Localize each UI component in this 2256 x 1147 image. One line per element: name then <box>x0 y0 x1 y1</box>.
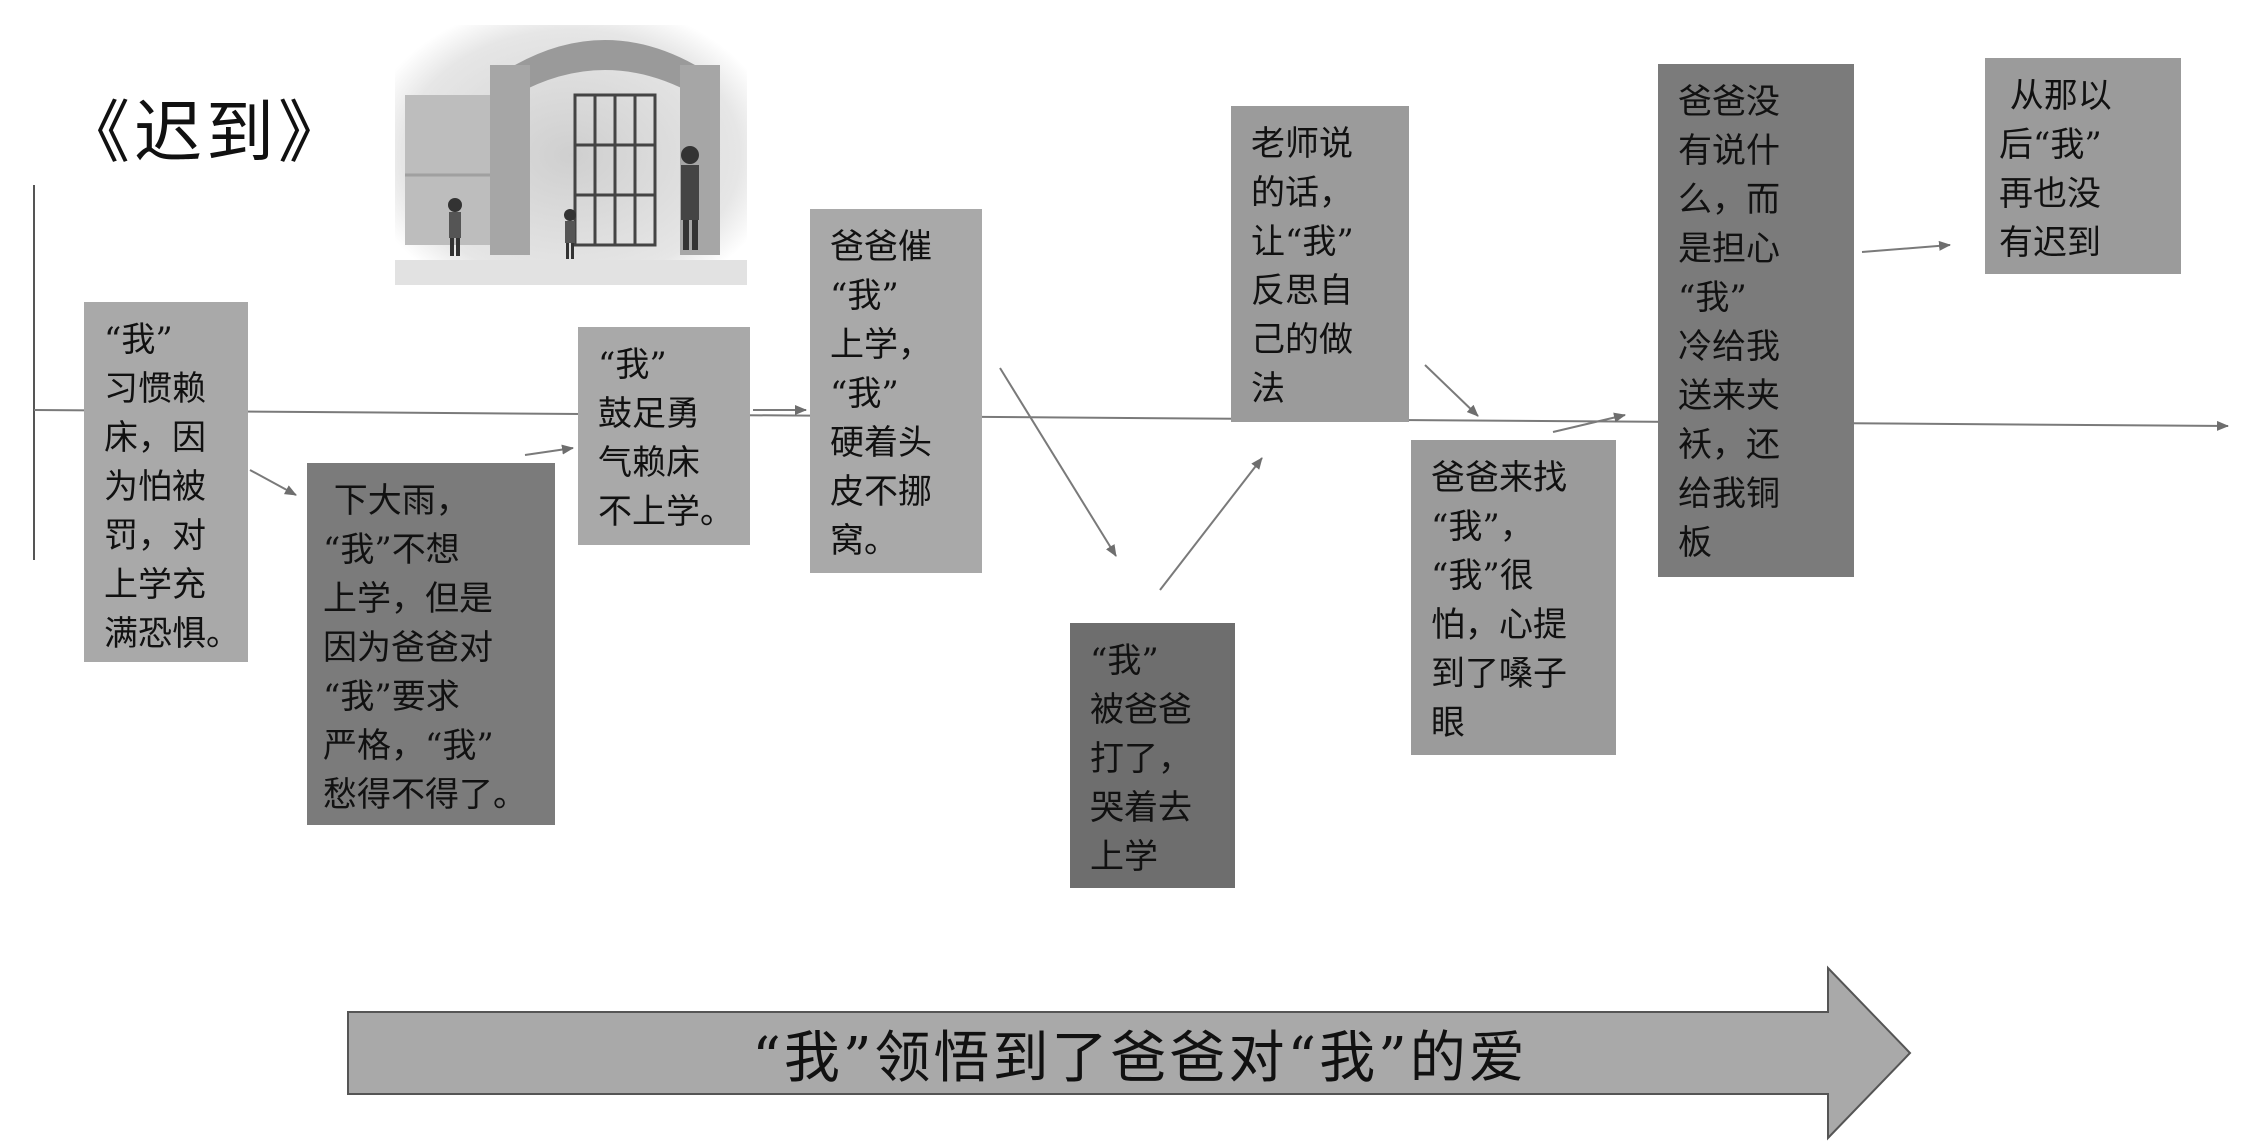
step-box-6: 老师说 的话， 让“我” 反思自 己的做 法 <box>1231 106 1409 422</box>
connector-6-7 <box>1425 365 1478 416</box>
step-box-1: “我” 习惯赖 床，因 为怕被 罚，对 上学充 满恐惧。 <box>84 302 248 662</box>
step-box-7: 爸爸来找 “我”， “我”很 怕，心提 到了嗓子 眼 <box>1411 440 1616 755</box>
step-box-2: 下大雨， “我”不想 上学，但是 因为爸爸对 “我”要求 严格，“我” 愁得不得… <box>307 463 555 825</box>
connector-2-3 <box>525 448 573 455</box>
timeline-axis <box>34 410 2228 426</box>
step-box-4: 爸爸催 “我” 上学， “我” 硬着头 皮不挪 窝。 <box>810 209 982 573</box>
connector-7-8 <box>1553 415 1625 432</box>
step-box-8: 爸爸没 有说什 么，而 是担心 “我” 冷给我 送来夹 袄，还 给我铜 板 <box>1658 64 1854 577</box>
step-box-5: “我” 被爸爸 打了， 哭着去 上学 <box>1070 623 1235 888</box>
step-box-3: “我” 鼓足勇 气赖床 不上学。 <box>578 327 750 545</box>
step-box-9: 从那以 后“我” 再也没 有迟到 <box>1985 58 2181 274</box>
connector-5-6 <box>1160 458 1262 590</box>
connector-1-2 <box>250 470 296 495</box>
connector-4-5 <box>1000 368 1116 556</box>
connector-8-9 <box>1862 245 1950 252</box>
conclusion-text: “我”领悟到了爸爸对“我”的爱 <box>350 1012 1930 1094</box>
